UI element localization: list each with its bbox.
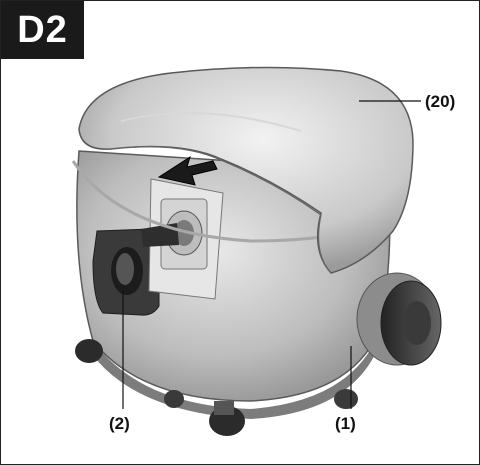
callout-container: (1) (335, 414, 356, 433)
dust-bag (78, 66, 414, 274)
removal-arrow (157, 155, 218, 186)
rear-wheel (356, 272, 442, 366)
figure-label-badge: D2 (1, 1, 84, 59)
bag-flange (141, 178, 224, 300)
leader-lines (122, 100, 421, 409)
callout-suction-port: (2) (109, 414, 130, 433)
callout-dust-bag: (20) (425, 92, 456, 111)
castor-wheels (75, 339, 358, 436)
suction-port (92, 228, 160, 316)
